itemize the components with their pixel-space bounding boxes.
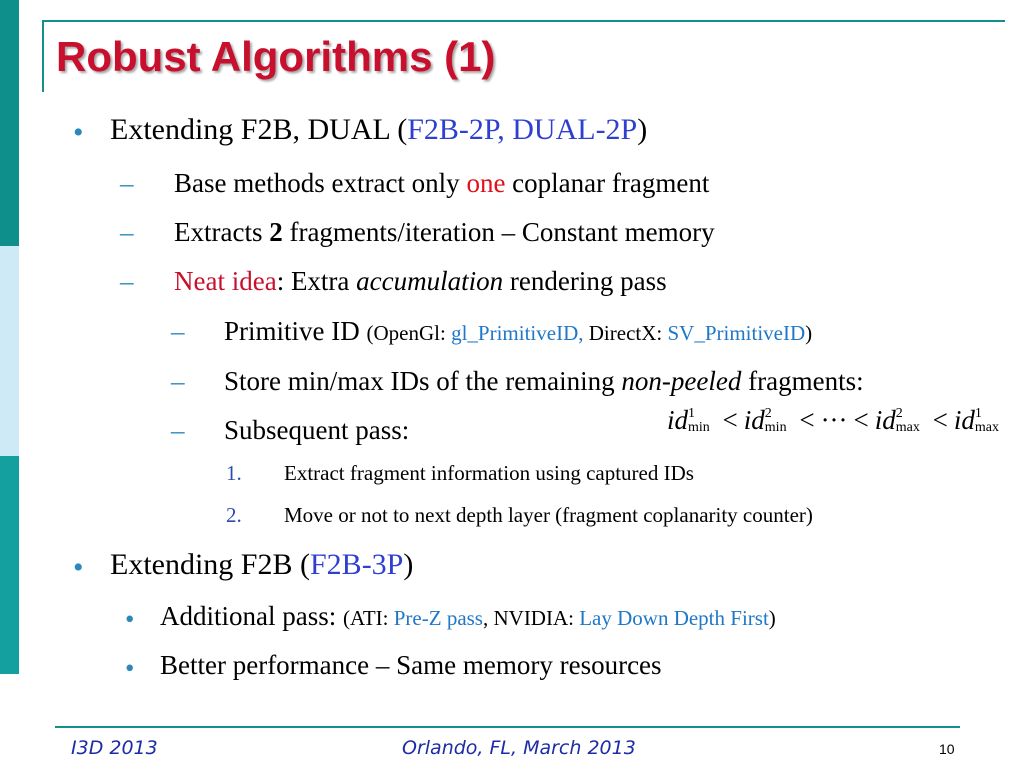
formula-var: id xyxy=(874,405,896,435)
numbered-item-move: Move or not to next depth layer (fragmen… xyxy=(284,503,813,528)
text-segment-highlight: F2B-3P xyxy=(310,548,404,581)
bullet-marker: • xyxy=(125,604,135,634)
text-segment: fragments/iteration – Constant memory xyxy=(282,217,715,247)
text-segment-small: , NVIDIA: xyxy=(482,606,580,630)
text-segment: ) xyxy=(637,113,648,146)
gl-primitiveid-link[interactable]: gl_PrimitiveID, xyxy=(451,321,584,345)
pre-z-pass-link[interactable]: Pre-Z pass xyxy=(393,606,483,630)
text-segment: coplanar fragment xyxy=(505,168,710,198)
formula-sub: max xyxy=(895,419,920,435)
formula-sup: 2 xyxy=(764,405,772,421)
bullet-extending-f2b: Extending F2B (F2B-3P) xyxy=(110,548,413,582)
text-segment: Additional pass: xyxy=(160,601,343,631)
subbullet-extracts-fragments: Extracts 2 fragments/iteration – Constan… xyxy=(174,217,715,248)
formula-sup: 1 xyxy=(974,405,982,421)
subbullet-store-min-max: Store min/max IDs of the remaining non-p… xyxy=(224,366,864,397)
number-marker: 1. xyxy=(226,461,242,485)
text-segment: fragments: xyxy=(741,366,864,396)
formula-sub: max xyxy=(974,419,1000,435)
formula-lt: < xyxy=(853,405,869,435)
footer-location-date: Orlando, FL, March 2013 xyxy=(402,737,636,759)
footer-conference: I3D 2013 xyxy=(71,737,158,759)
bullet-marker: • xyxy=(73,116,84,149)
subbullet-additional-pass: Additional pass: (ATI: Pre-Z pass, NVIDI… xyxy=(160,601,776,632)
left-stripe-middle xyxy=(0,246,19,456)
left-stripe-bottom xyxy=(0,456,19,674)
slide-title: Robust Algorithms (1) xyxy=(56,33,496,80)
text-segment: Move or not to next depth layer (fragmen… xyxy=(284,503,813,527)
footer-rule xyxy=(55,726,960,728)
text-segment: Extract fragment information using captu… xyxy=(284,461,694,485)
text-segment: Extending F2B, DUAL ( xyxy=(110,113,408,146)
text-segment: Extracts xyxy=(174,217,270,247)
left-stripe-top xyxy=(0,0,19,246)
numbered-item-extract: Extract fragment information using captu… xyxy=(284,461,694,486)
sv-primitiveid-link[interactable]: SV_PrimitiveID xyxy=(667,321,806,345)
text-segment-small: (ATI: xyxy=(343,606,394,630)
text-segment-italic: accumulation xyxy=(356,266,504,296)
bullet-extending-f2b-dual: Extending F2B, DUAL (F2B-2P, DUAL-2P) xyxy=(110,113,647,147)
formula-ellipsis: ··· xyxy=(820,405,848,435)
text-segment: rendering pass xyxy=(503,266,667,296)
text-segment: Better performance – Same memory resourc… xyxy=(160,650,662,680)
text-segment-small: ) xyxy=(805,321,813,345)
text-segment: Store min/max IDs of the remaining xyxy=(224,366,622,396)
subbullet-subsequent-pass: Subsequent pass: xyxy=(224,415,409,446)
dash-marker: – xyxy=(120,217,134,247)
formula-lt: < xyxy=(932,405,948,435)
text-segment: ) xyxy=(403,548,414,581)
text-segment-bold: 2 xyxy=(269,217,283,247)
dash-marker: – xyxy=(120,266,134,296)
text-segment-italic: non-peeled xyxy=(621,366,742,396)
dash-marker: – xyxy=(171,366,185,396)
text-segment: Primitive ID xyxy=(224,316,367,346)
text-segment-small: (OpenGl: xyxy=(366,321,452,345)
lay-down-depth-first-link[interactable]: Lay Down Depth First xyxy=(579,606,769,630)
formula-lt: < xyxy=(799,405,815,435)
text-segment: Base methods extract only xyxy=(174,168,467,198)
formula-var: id xyxy=(953,405,975,435)
dash-marker: – xyxy=(171,316,185,346)
text-segment: Extending F2B ( xyxy=(110,548,310,581)
subbullet-base-methods: Base methods extract only one coplanar f… xyxy=(174,168,709,199)
formula-sup: 1 xyxy=(688,405,696,421)
text-segment: : Extra xyxy=(276,266,357,296)
number-marker: 2. xyxy=(226,503,242,527)
text-segment-red: one xyxy=(466,168,506,198)
subbullet-neat-idea: Neat idea: Extra accumulation rendering … xyxy=(174,266,667,297)
formula-sup: 2 xyxy=(895,405,903,421)
formula-sub: min xyxy=(764,419,787,435)
text-segment-red: Neat idea xyxy=(174,266,277,296)
formula-sub: min xyxy=(688,419,710,435)
text-segment-highlight: F2B-2P, DUAL-2P xyxy=(407,113,638,146)
subbullet-primitive-id: Primitive ID (OpenGl: gl_PrimitiveID, Di… xyxy=(224,316,812,347)
dash-marker: – xyxy=(120,168,134,198)
bullet-marker: • xyxy=(125,653,135,683)
page-number: 10 xyxy=(939,741,955,757)
subbullet-better-performance: Better performance – Same memory resourc… xyxy=(160,650,662,681)
formula-lt: < xyxy=(722,405,738,435)
title-top-rule xyxy=(42,20,1005,22)
dash-marker: – xyxy=(171,415,185,445)
formula-var: id xyxy=(667,405,689,435)
text-segment-small: ) xyxy=(768,606,776,630)
bullet-marker: • xyxy=(73,551,84,584)
text-segment-small: DirectX: xyxy=(583,321,668,345)
text-segment: Subsequent pass: xyxy=(224,415,410,445)
title-left-rule xyxy=(42,20,44,92)
formula-var: id xyxy=(743,405,765,435)
